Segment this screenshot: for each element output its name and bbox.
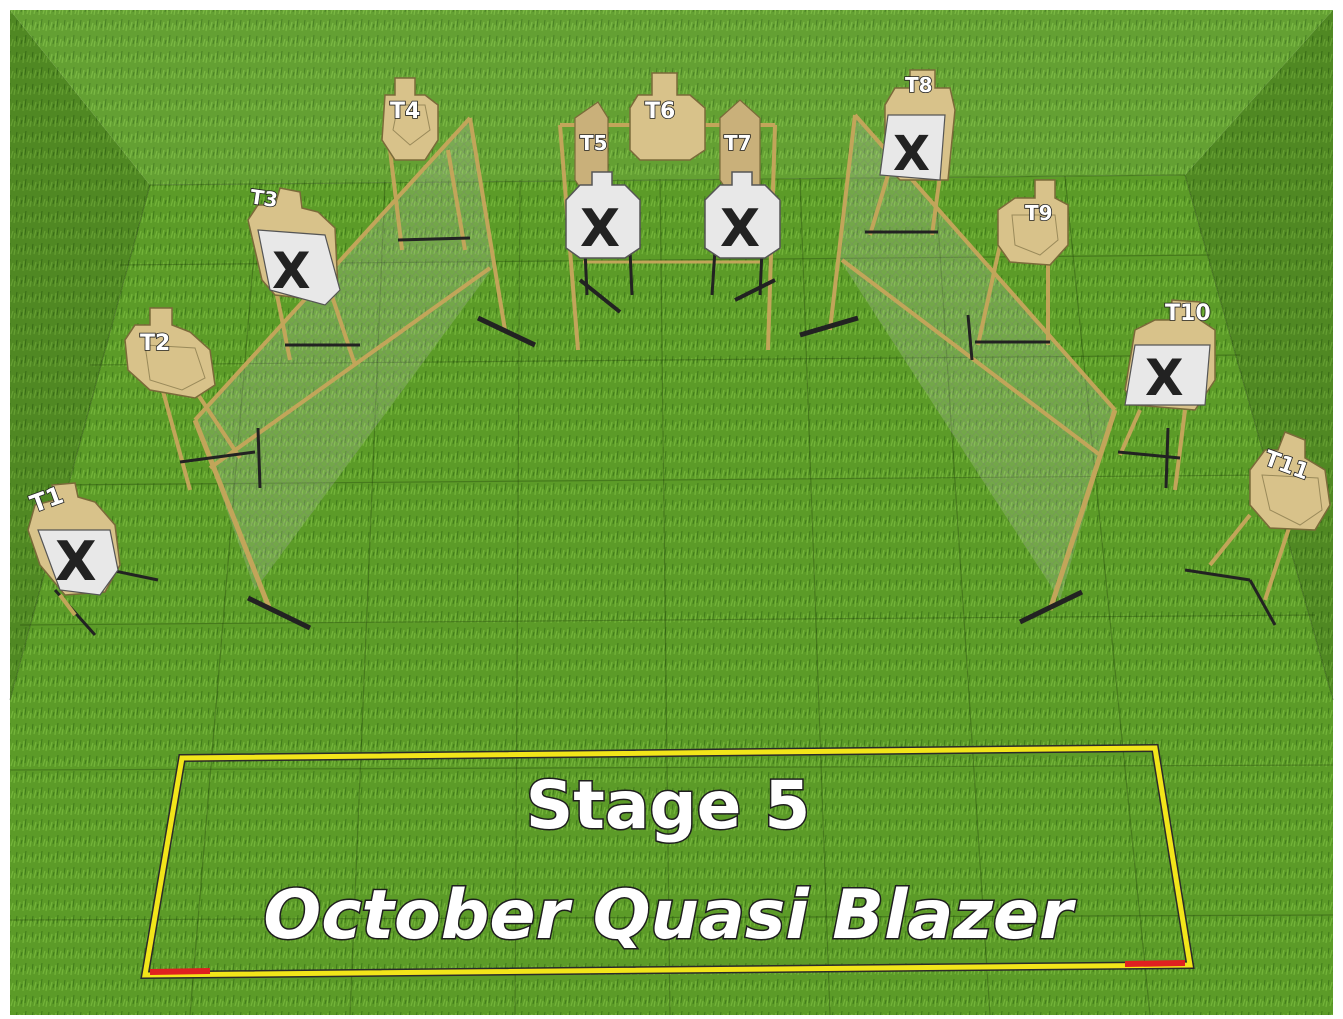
target-label: T5 — [580, 131, 608, 155]
no-shoot-mark: X — [580, 199, 620, 259]
target-label: T8 — [905, 73, 933, 97]
fault-line-left — [150, 971, 210, 972]
fault-line-right — [1125, 963, 1185, 964]
no-shoot-mark: X — [55, 530, 97, 593]
no-shoot-mark: X — [1145, 349, 1184, 407]
stage-name: October Quasi Blazer — [263, 876, 1077, 955]
stage-number: Stage 5 — [526, 767, 811, 844]
target-label: T9 — [1025, 201, 1053, 225]
no-shoot-mark: X — [893, 126, 930, 182]
target-label: T4 — [390, 99, 420, 124]
target-label: T10 — [1165, 301, 1211, 326]
target-label: T3 — [249, 184, 280, 212]
target-label: T2 — [140, 331, 170, 356]
target-label: T6 — [645, 99, 675, 124]
no-shoot-mark: X — [720, 199, 760, 259]
target-label: T7 — [724, 131, 752, 155]
no-shoot-mark: X — [272, 242, 311, 300]
